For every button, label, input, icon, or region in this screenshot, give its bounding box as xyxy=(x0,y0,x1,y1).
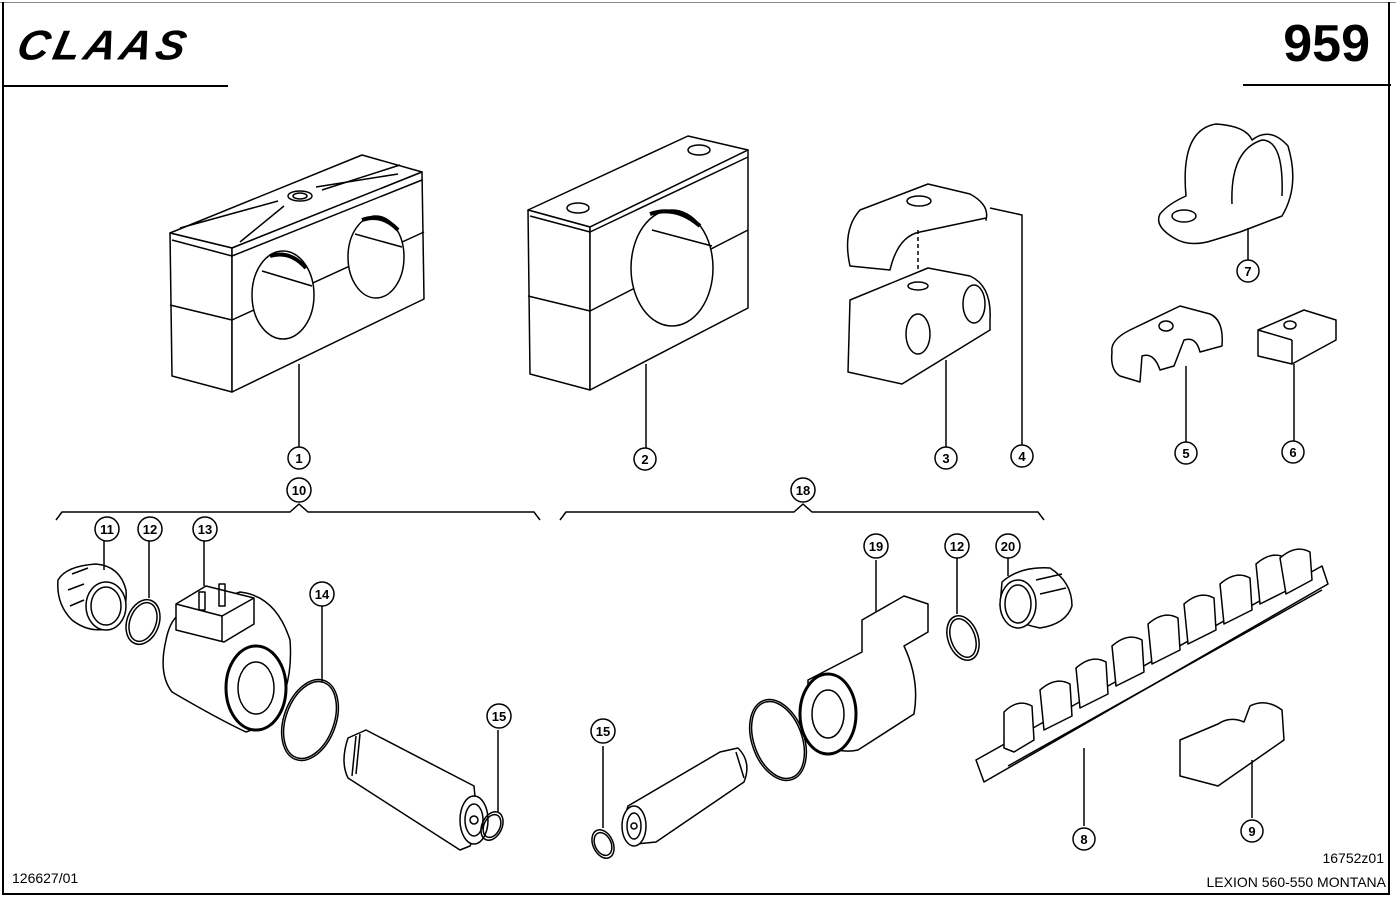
drawing-code: 16752z01 xyxy=(1322,850,1384,866)
part-12-o-ring-right xyxy=(946,558,980,661)
svg-text:1: 1 xyxy=(295,451,302,466)
callout-15-left[interactable]: 15 xyxy=(486,703,512,729)
part-5-double-saddle-clip xyxy=(1110,305,1223,446)
part-2-single-clamp-block xyxy=(527,135,749,448)
svg-text:4: 4 xyxy=(1018,449,1026,464)
part-9-small-clip xyxy=(1179,702,1285,818)
page-number: 959 xyxy=(1283,15,1370,73)
callout-5[interactable]: 5 xyxy=(1174,441,1198,465)
machine-model: LEXION 560-550 MONTANA xyxy=(1206,874,1386,890)
part-14-large-o-ring xyxy=(280,606,340,762)
logo-underline xyxy=(2,85,228,87)
rail-clip-teeth xyxy=(1003,548,1313,753)
callout-3[interactable]: 3 xyxy=(934,446,958,470)
svg-text:14: 14 xyxy=(315,587,330,602)
part-8-clip-rail xyxy=(975,548,1329,826)
callout-4[interactable]: 4 xyxy=(1010,444,1034,468)
svg-text:8: 8 xyxy=(1080,832,1087,847)
part-6-half-block-clip xyxy=(1257,309,1337,444)
svg-text:19: 19 xyxy=(869,539,883,554)
svg-text:10: 10 xyxy=(292,483,306,498)
svg-text:7: 7 xyxy=(1244,264,1251,279)
part-12-o-ring-left xyxy=(125,540,161,646)
part-15-small-o-ring-left xyxy=(480,730,504,841)
svg-text:15: 15 xyxy=(596,724,610,739)
callout-12-left[interactable]: 12 xyxy=(137,516,163,542)
callout-20[interactable]: 20 xyxy=(995,533,1021,559)
svg-text:9: 9 xyxy=(1248,824,1255,839)
svg-text:18: 18 xyxy=(796,483,810,498)
callouts: 1 2 3 4 5 6 7 8 9 10 11 12 13 14 15 18 1… xyxy=(94,259,1305,851)
callout-14[interactable]: 14 xyxy=(309,581,335,607)
svg-text:12: 12 xyxy=(143,522,157,537)
callout-9[interactable]: 9 xyxy=(1240,819,1264,843)
callout-19[interactable]: 19 xyxy=(863,533,889,559)
top-border xyxy=(0,2,1396,3)
part-13-solenoid-coil xyxy=(162,540,292,733)
svg-text:15: 15 xyxy=(492,709,506,724)
svg-text:12: 12 xyxy=(950,539,964,554)
svg-text:5: 5 xyxy=(1182,446,1189,461)
group-bracket-10 xyxy=(55,503,541,521)
group-bracket-18 xyxy=(559,503,1045,521)
svg-text:20: 20 xyxy=(1001,539,1015,554)
part-11-knurled-nut xyxy=(57,540,127,631)
svg-text:3: 3 xyxy=(942,451,949,466)
callout-11[interactable]: 11 xyxy=(94,516,120,542)
callout-18[interactable]: 18 xyxy=(790,477,816,503)
valve-cartridge-right xyxy=(621,747,748,847)
part-15-small-o-ring-right xyxy=(591,746,615,859)
svg-text:6: 6 xyxy=(1289,445,1296,460)
callout-6[interactable]: 6 xyxy=(1281,440,1305,464)
callout-10[interactable]: 10 xyxy=(286,477,312,503)
callout-2[interactable]: 2 xyxy=(633,447,657,471)
document-reference: 126627/01 xyxy=(12,870,79,886)
callout-8[interactable]: 8 xyxy=(1072,827,1096,851)
valve-cartridge-left xyxy=(343,729,489,851)
svg-text:13: 13 xyxy=(198,522,212,537)
page-number-underline xyxy=(1243,84,1391,86)
callout-1[interactable]: 1 xyxy=(287,446,311,470)
callout-15-right[interactable]: 15 xyxy=(590,718,616,744)
part-3-4-split-clamp xyxy=(846,183,1023,448)
part-20-knurled-nut-right xyxy=(999,558,1073,629)
part-7-p-clip xyxy=(1157,123,1294,260)
callout-12-right[interactable]: 12 xyxy=(944,533,970,559)
callout-13[interactable]: 13 xyxy=(192,516,218,542)
svg-text:2: 2 xyxy=(641,452,648,467)
callout-7[interactable]: 7 xyxy=(1236,259,1260,283)
svg-text:11: 11 xyxy=(100,522,114,537)
part-19-solenoid-coil-right xyxy=(798,560,929,756)
part-1-double-clamp-block xyxy=(169,154,425,448)
